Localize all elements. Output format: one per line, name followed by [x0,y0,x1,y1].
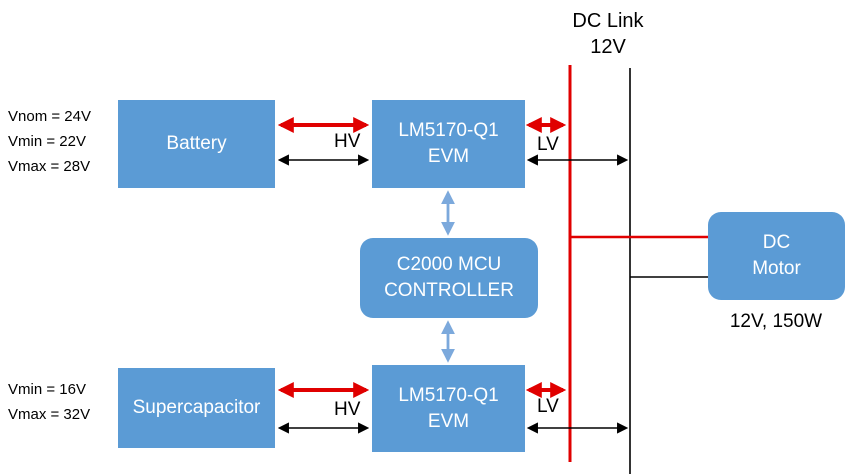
c2000-mcu-block: C2000 MCU CONTROLLER [360,238,538,318]
battery-spec-vmin: Vmin = 22V [8,133,86,150]
c2000-mcu-line2: CONTROLLER [384,280,514,301]
supercapacitor-label: Supercapacitor [132,397,261,419]
dc-link-name: DC Link [572,10,644,32]
hv-label-top: HV [334,131,361,152]
battery-block: Battery [118,100,275,188]
dc-motor-rating: 12V, 150W [729,311,823,332]
battery-spec-vnom: Vnom = 24V [8,108,91,125]
lm5170-evm-bottom-line2: EVM [427,410,470,432]
dc-motor-line1: DC [762,232,791,254]
lm5170-evm-top-block: LM5170-Q1 EVM [372,100,525,188]
supercapacitor-block: Supercapacitor [118,368,275,448]
battery-label: Battery [166,133,227,155]
lm5170-evm-top-line2: EVM [427,146,470,167]
dc-link-heading: DC Link 12V [558,8,658,60]
supercap-spec-vmin: Vmin = 16V [8,381,86,398]
lm5170-evm-top-line1: LM5170-Q1 [398,120,499,142]
lm5170-evm-bottom-line1: LM5170-Q1 [398,384,499,406]
battery-specs: Vnom = 24V Vmin = 22V Vmax = 28V [8,104,91,179]
c2000-mcu-line1: C2000 MCU [396,254,502,276]
dc-link-voltage: 12V [590,36,626,58]
lm5170-evm-bottom-block: LM5170-Q1 EVM [372,365,525,452]
hv-label-bottom: HV [334,399,361,420]
lv-label-top: LV [537,134,559,155]
lv-label-bottom: LV [537,396,559,417]
battery-spec-vmax: Vmax = 28V [8,158,91,175]
dc-motor-line2: Motor [752,258,801,279]
supercapacitor-specs: Vmin = 16V Vmax = 32V [8,377,90,427]
supercap-spec-vmax: Vmax = 32V [8,406,91,423]
dc-motor-block: DC Motor [708,212,845,300]
